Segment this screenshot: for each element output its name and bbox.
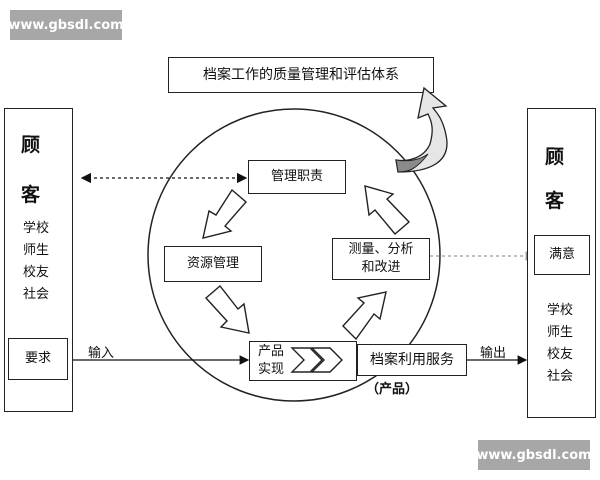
chevron-arrow-1 <box>290 347 323 373</box>
right-customer-heading-2: 客 <box>545 190 565 212</box>
product-note: （产品） <box>366 382 419 397</box>
satisfaction-box: 满意 <box>534 235 590 275</box>
diagram-title: 档案工作的质量管理和评估体系 <box>168 57 434 93</box>
requirement-box: 要求 <box>8 338 68 380</box>
chevron-arrow-2 <box>310 347 343 373</box>
right-customer-heading-1: 顾 <box>545 146 565 168</box>
block-arrow-to-measure <box>342 291 387 341</box>
right-group-school: 学校 <box>546 303 573 318</box>
process-cycle-circle <box>147 108 441 402</box>
left-group-alumni: 校友 <box>22 265 49 280</box>
right-group-teachers: 师生 <box>546 325 573 340</box>
product-realization-line-2: 实现 <box>258 362 285 377</box>
left-group-society: 社会 <box>22 287 49 302</box>
block-arrow-to-product <box>204 284 250 334</box>
left-customer-heading-1: 顾 <box>21 134 41 156</box>
right-group-society: 社会 <box>546 369 573 384</box>
feedback-curve-arrow <box>395 86 448 173</box>
measurement-analysis-box: 测量、分析 和改进 <box>332 238 430 280</box>
right-group-alumni: 校友 <box>546 347 573 362</box>
archive-service-box: 档案利用服务 <box>357 344 467 376</box>
measurement-line-1: 测量、分析 <box>348 242 414 258</box>
management-responsibility-box: 管理职责 <box>248 160 346 194</box>
product-realization-line-1: 产品 <box>258 344 285 360</box>
watermark-top: www.gbsdl.com <box>8 10 124 40</box>
input-label: 输入 <box>88 346 115 361</box>
product-realization-box: 产品 实现 <box>249 341 357 381</box>
block-arrow-to-resource <box>202 188 247 239</box>
right-customer-groups: 学校 师生 校友 社会 <box>538 300 582 388</box>
measurement-line-2: 和改进 <box>361 260 401 275</box>
left-group-teachers: 师生 <box>22 243 49 258</box>
block-arrow-to-management <box>364 185 411 235</box>
left-customer-groups: 学校 师生 校友 社会 <box>16 218 56 306</box>
left-group-school: 学校 <box>22 221 49 236</box>
watermark-bottom: www.gbsdl.com <box>476 440 592 470</box>
output-label: 输出 <box>480 346 507 361</box>
left-customer-heading-2: 客 <box>21 184 41 206</box>
resource-management-box: 资源管理 <box>164 246 262 282</box>
